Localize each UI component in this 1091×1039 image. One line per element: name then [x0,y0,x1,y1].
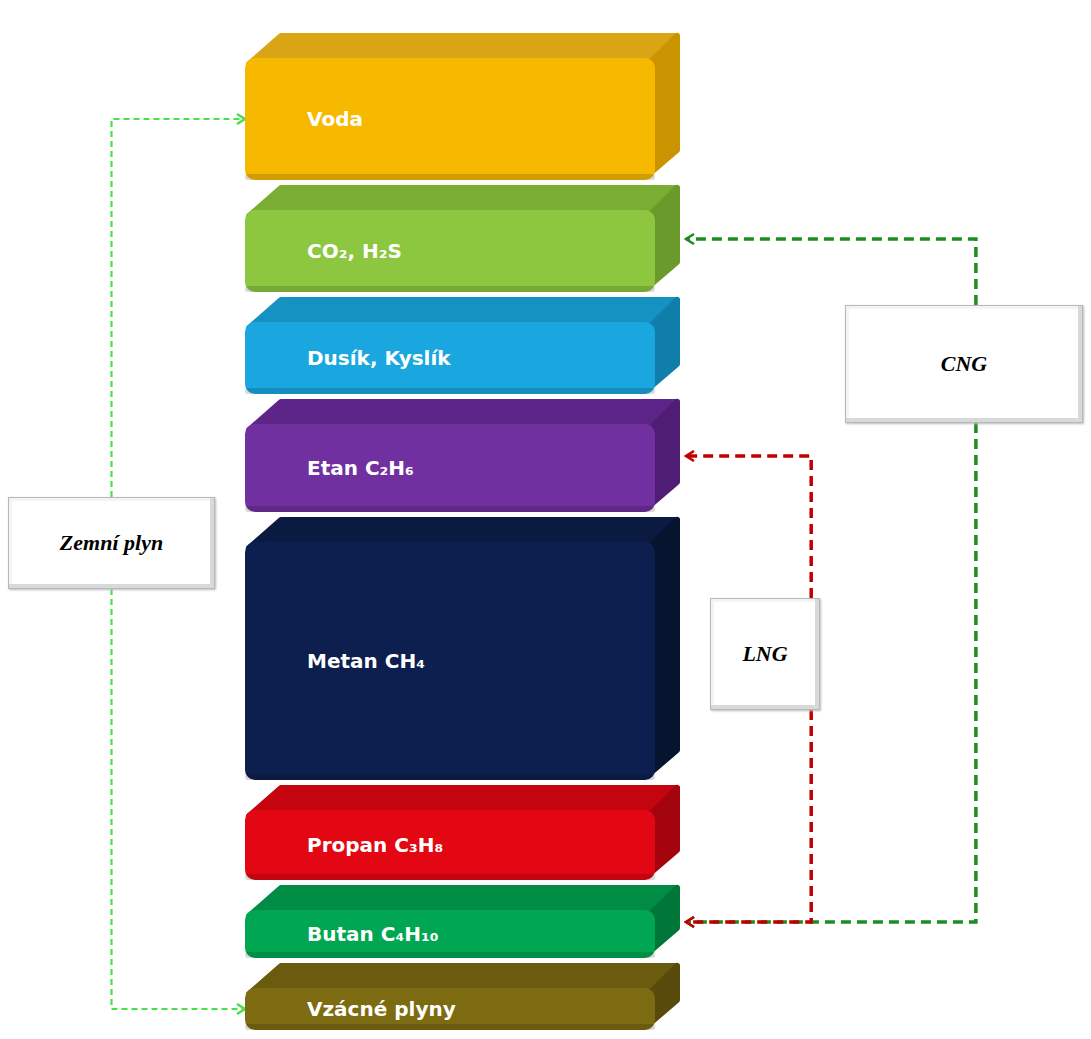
gas-layer-slab: Voda [245,58,683,180]
node-label: Vzácné plyny [307,997,456,1021]
node-label: Metan CH₄ [307,649,425,673]
label-box: CNG [845,305,1083,423]
node-label: Etan C₂H₆ [307,456,414,480]
dashed-arrow [686,423,976,922]
dashed-arrow [112,119,246,497]
node-label: LNG [742,641,787,667]
gas-layer-slab: Propan C₃H₈ [245,810,683,880]
dashed-arrow [112,589,246,1009]
gas-layer-slab: Dusík, Kyslík [245,322,683,394]
node-label: Butan C₄H₁₀ [307,922,438,946]
gas-layer-slab: Butan C₄H₁₀ [245,910,683,958]
gas-layer-slab: Etan C₂H₆ [245,424,683,512]
dashed-arrow [686,710,811,922]
dashed-arrow [686,456,811,598]
gas-layer-slab: Vzácné plyny [245,988,683,1030]
label-box: LNG [710,598,820,710]
gas-layer-slab: Metan CH₄ [245,542,683,780]
node-label: Voda [307,107,363,131]
node-label: Zemní plyn [60,530,163,556]
node-label: CNG [941,351,987,377]
dashed-arrow [686,239,976,305]
node-label: Dusík, Kyslík [307,346,451,370]
node-label: CO₂, H₂S [307,239,402,263]
label-box: Zemní plyn [8,497,215,589]
gas-layer-slab: CO₂, H₂S [245,210,683,292]
node-label: Propan C₃H₈ [307,833,443,857]
